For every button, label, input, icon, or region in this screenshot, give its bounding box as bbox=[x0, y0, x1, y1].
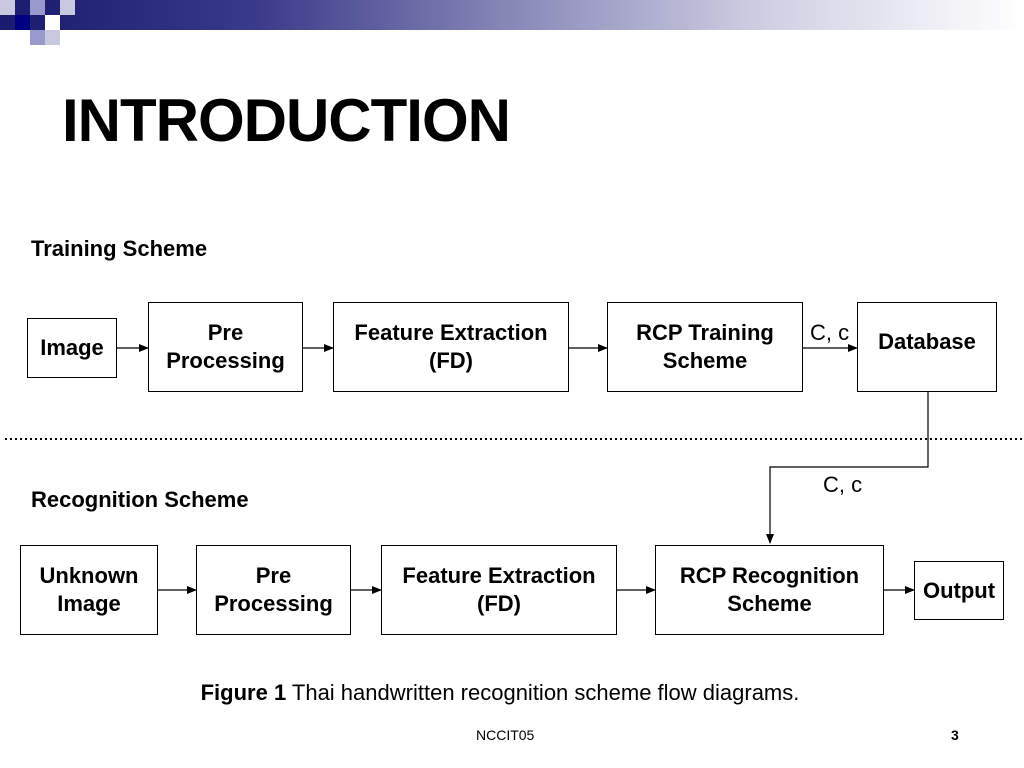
node-label: Pre Processing bbox=[214, 563, 333, 616]
deco-square bbox=[30, 0, 45, 15]
node-label: Image bbox=[40, 335, 104, 360]
node-database: Database bbox=[857, 302, 997, 392]
footer-center: NCCIT05 bbox=[476, 727, 535, 743]
node-unknown-image: Unknown Image bbox=[20, 545, 158, 635]
deco-square bbox=[30, 30, 45, 45]
recognition-scheme-label: Recognition Scheme bbox=[31, 487, 249, 512]
node-label: Output bbox=[922, 577, 996, 603]
node-label: RCP Training Scheme bbox=[636, 320, 774, 373]
node-pre-processing-2: Pre Processing bbox=[196, 545, 351, 635]
node-rcp-training: RCP Training Scheme bbox=[607, 302, 803, 392]
node-pre-processing: Pre Processing bbox=[148, 302, 303, 392]
node-label: Unknown Image bbox=[39, 563, 139, 616]
figure-caption: Figure 1 Thai handwritten recognition sc… bbox=[0, 680, 1000, 706]
node-rcp-recognition: RCP Recognition Scheme bbox=[655, 545, 884, 635]
node-output: Output bbox=[914, 561, 1004, 620]
node-label: Pre Processing bbox=[166, 320, 285, 373]
node-label: Feature Extraction (FD) bbox=[402, 563, 596, 616]
slide-title: INTRODUCTION bbox=[62, 87, 511, 154]
deco-square bbox=[45, 30, 60, 45]
node-image: Image bbox=[27, 318, 117, 378]
deco-square bbox=[15, 15, 30, 30]
edge-label-training: C, c bbox=[810, 320, 850, 345]
arrow-db-to-rcp-recognition bbox=[766, 392, 929, 544]
deco-square bbox=[60, 0, 75, 15]
header-band bbox=[0, 0, 1024, 30]
edge-label-database: C, c bbox=[823, 472, 863, 497]
node-feature-extraction-2: Feature Extraction (FD) bbox=[381, 545, 617, 635]
node-label: RCP Recognition Scheme bbox=[679, 563, 860, 616]
node-label: Feature Extraction (FD) bbox=[354, 320, 548, 373]
training-scheme-label: Training Scheme bbox=[31, 236, 208, 261]
deco-square bbox=[0, 0, 15, 15]
node-label: Database bbox=[878, 329, 976, 354]
caption-text: Thai handwritten recognition scheme flow… bbox=[286, 680, 800, 705]
caption-prefix: Figure 1 bbox=[200, 680, 287, 705]
page-number: 3 bbox=[951, 727, 959, 743]
node-feature-extraction: Feature Extraction (FD) bbox=[333, 302, 569, 392]
deco-square bbox=[45, 15, 60, 30]
